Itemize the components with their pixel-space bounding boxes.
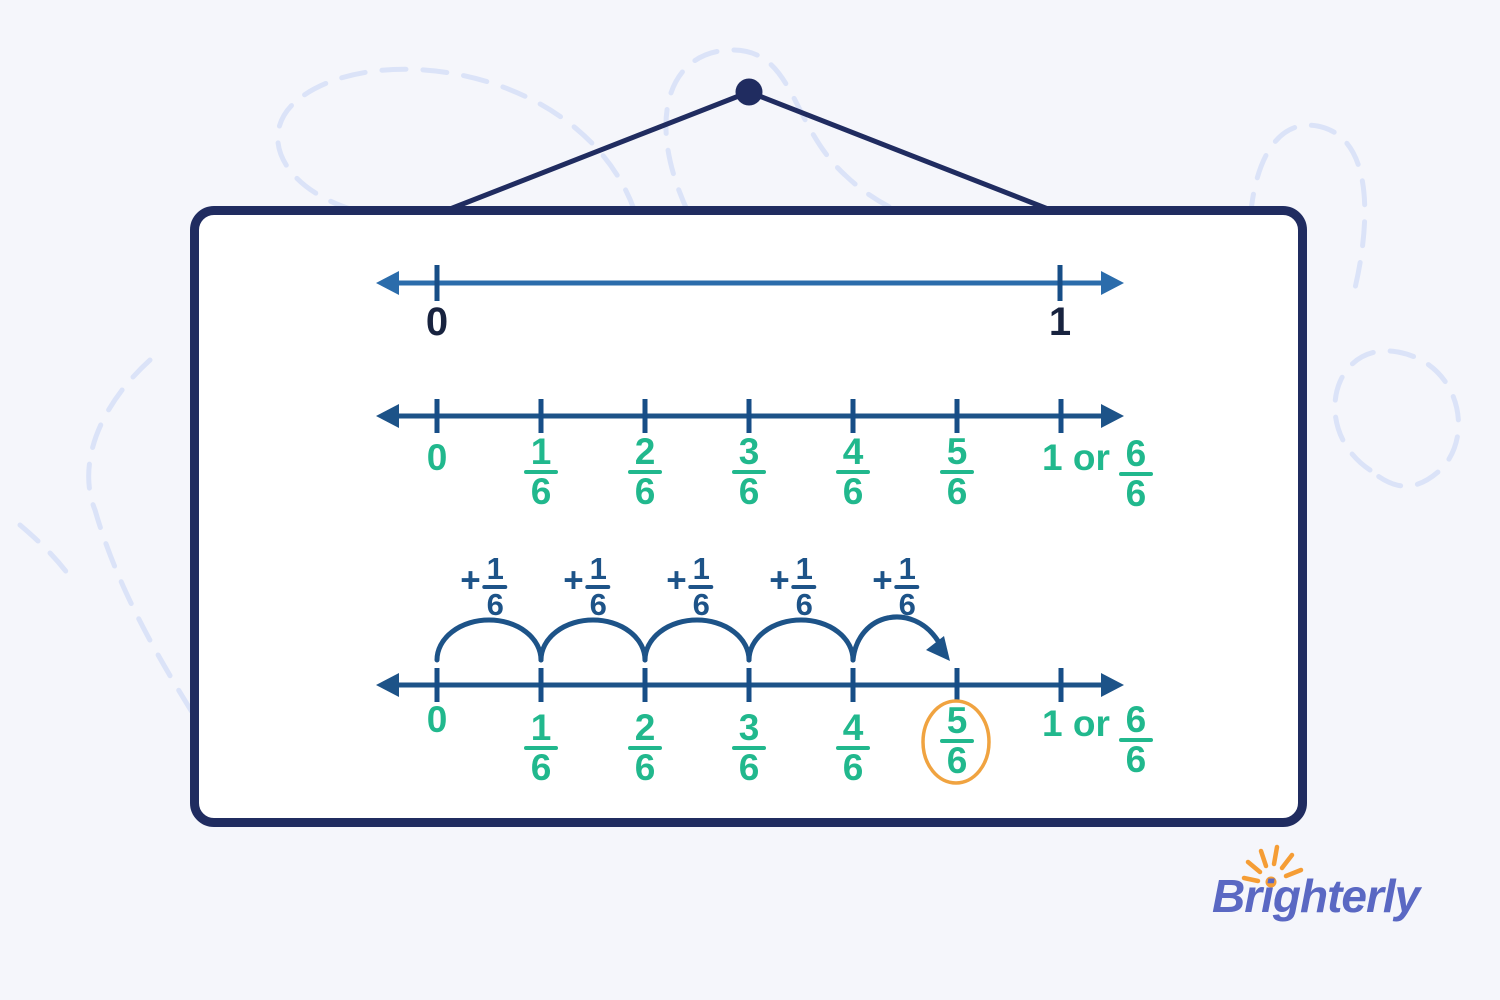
fraction-bar [524, 470, 558, 474]
fraction-numerator: 5 [946, 431, 968, 472]
fraction-numerator: 1 [486, 551, 504, 586]
fraction-numerator: 1 [530, 431, 552, 472]
hanger-string-right [748, 89, 1049, 212]
line3-fraction-1-6: 1 6 [524, 707, 558, 788]
line2-fraction-5-6: 5 6 [940, 431, 974, 512]
fraction-bar [894, 585, 920, 589]
jump-label-3: + 1 6 [666, 551, 714, 622]
hanger-dot [735, 78, 763, 106]
line2-end-label: 1 or 6 6 [1042, 433, 1153, 514]
line2-fraction-4-6: 4 6 [836, 431, 870, 512]
fraction-denominator: 6 [486, 587, 504, 622]
fraction-bar [1118, 472, 1153, 476]
line2-fraction-1-6: 1 6 [524, 431, 558, 512]
fraction-bar [940, 739, 974, 743]
fraction-numerator: 1 [589, 551, 607, 586]
plus-sign: + [563, 561, 584, 600]
fraction-bar [524, 746, 558, 750]
fraction-denominator: 6 [842, 471, 864, 512]
fraction-bar [585, 585, 611, 589]
fraction-bar [688, 585, 714, 589]
fraction-numerator: 1 [795, 551, 813, 586]
fraction-bar [836, 470, 870, 474]
line3-fraction-2-6: 2 6 [628, 707, 662, 788]
fraction-denominator: 6 [738, 471, 760, 512]
fraction-numerator: 4 [842, 431, 864, 472]
fraction-denominator: 6 [842, 747, 864, 788]
fraction-numerator: 6 [1125, 699, 1147, 740]
dashed-curve [86, 357, 195, 715]
line2-fraction-3-6: 3 6 [732, 431, 766, 512]
dashed-curve [1332, 348, 1461, 489]
fraction-denominator: 6 [530, 747, 552, 788]
fraction-numerator: 6 [1125, 433, 1147, 474]
line1-label-1: 1 [1048, 300, 1072, 344]
fraction-bar [836, 746, 870, 750]
fraction-denominator: 6 [946, 740, 968, 781]
jump-label-5: + 1 6 [872, 551, 920, 622]
line2-fraction-2-6: 2 6 [628, 431, 662, 512]
fraction-numerator: 1 [692, 551, 710, 586]
fraction-bar [482, 585, 508, 589]
fraction-denominator: 6 [634, 747, 656, 788]
line3-label-0: 0 [426, 699, 448, 740]
line1-label-0: 0 [425, 300, 449, 344]
fraction-numerator: 1 [530, 707, 552, 748]
fraction-numerator: 2 [634, 707, 656, 748]
fraction-numerator: 3 [738, 431, 760, 472]
fraction-numerator: 5 [946, 700, 968, 741]
fraction-denominator: 6 [795, 587, 813, 622]
hanger-string-left [449, 89, 750, 212]
fraction-denominator: 6 [589, 587, 607, 622]
whiteboard [190, 206, 1307, 827]
line2-label-0: 0 [426, 437, 448, 478]
dashed-curve [275, 66, 638, 215]
fraction-denominator: 6 [530, 471, 552, 512]
plus-sign: + [872, 561, 893, 600]
fraction-bar [628, 746, 662, 750]
fraction-numerator: 3 [738, 707, 760, 748]
fraction-bar [628, 470, 662, 474]
fraction-bar [1118, 738, 1153, 742]
plus-sign: + [460, 561, 481, 600]
fraction-numerator: 4 [842, 707, 864, 748]
fraction-denominator: 6 [1125, 473, 1147, 514]
plus-sign: + [769, 561, 790, 600]
plus-sign: + [666, 561, 687, 600]
fraction-bar [791, 585, 817, 589]
fraction-denominator: 6 [1125, 739, 1147, 780]
fraction-bar [732, 470, 766, 474]
fraction-bar [732, 746, 766, 750]
fraction-bar [940, 470, 974, 474]
line3-fraction-5-6-circled: 5 6 [940, 700, 974, 781]
line3-fraction-4-6: 4 6 [836, 707, 870, 788]
jump-label-1: + 1 6 [460, 551, 508, 622]
fraction-denominator: 6 [898, 587, 916, 622]
fraction-denominator: 6 [692, 587, 710, 622]
end-label-prefix: 1 or [1042, 437, 1110, 478]
line3-fraction-3-6: 3 6 [732, 707, 766, 788]
brand-logo: Brighterly [1212, 870, 1420, 922]
line3-end-label: 1 or 6 6 [1042, 699, 1153, 780]
fraction-numerator: 1 [898, 551, 916, 586]
jump-label-2: + 1 6 [563, 551, 611, 622]
fraction-denominator: 6 [946, 471, 968, 512]
fraction-numerator: 2 [634, 431, 656, 472]
jump-label-4: + 1 6 [769, 551, 817, 622]
fraction-denominator: 6 [634, 471, 656, 512]
dashed-curve [17, 522, 71, 577]
end-label-prefix: 1 or [1042, 703, 1110, 744]
fraction-denominator: 6 [738, 747, 760, 788]
